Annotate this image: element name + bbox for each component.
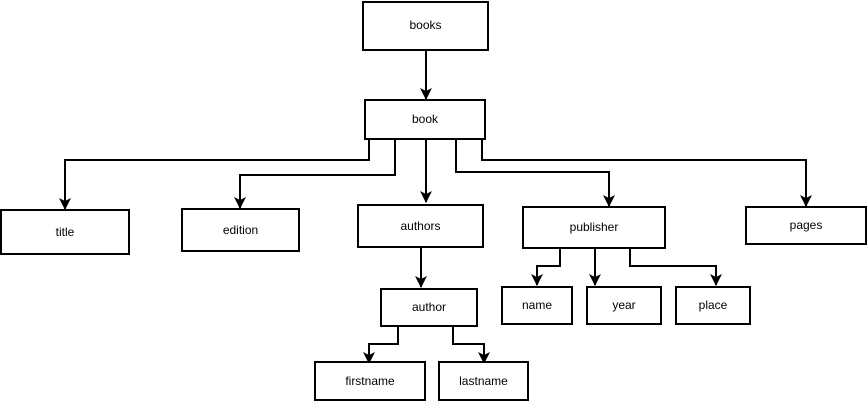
edge-publisher-name (531, 249, 561, 286)
node-name: name (501, 286, 573, 325)
edges (59, 50, 812, 364)
edge-author-firstname (363, 326, 399, 364)
node-publisher: publisher (522, 206, 666, 249)
node-lastname: lastname (438, 361, 529, 401)
node-author: author (380, 288, 478, 327)
node-author-label: author (412, 300, 446, 314)
node-title: title (0, 209, 130, 255)
edge-book-title (59, 140, 370, 210)
node-publisher-label: publisher (570, 220, 619, 234)
edge-book-publisher (455, 140, 615, 207)
node-authors-label: authors (400, 219, 440, 233)
node-books-label: books (409, 18, 441, 32)
node-book-label: book (412, 112, 439, 126)
node-firstname: firstname (314, 361, 426, 401)
node-year: year (586, 286, 662, 325)
node-pages: pages (745, 206, 867, 245)
node-lastname-label: lastname (459, 374, 508, 388)
node-edition: edition (181, 208, 300, 252)
node-firstname-label: firstname (345, 374, 395, 388)
node-place-label: place (699, 298, 728, 312)
edge-book-edition (234, 140, 396, 209)
node-pages-label: pages (790, 218, 823, 232)
node-name-label: name (522, 298, 552, 312)
edge-author-lastname (452, 326, 490, 364)
node-title-label: title (56, 225, 75, 239)
edge-publisher-place (629, 249, 722, 286)
node-place: place (675, 286, 751, 325)
node-book: book (364, 99, 486, 140)
node-year-label: year (612, 298, 635, 312)
node-edition-label: edition (223, 223, 258, 237)
edge-book-pages (481, 140, 812, 207)
node-books: books (362, 1, 489, 51)
node-authors: authors (357, 204, 484, 248)
